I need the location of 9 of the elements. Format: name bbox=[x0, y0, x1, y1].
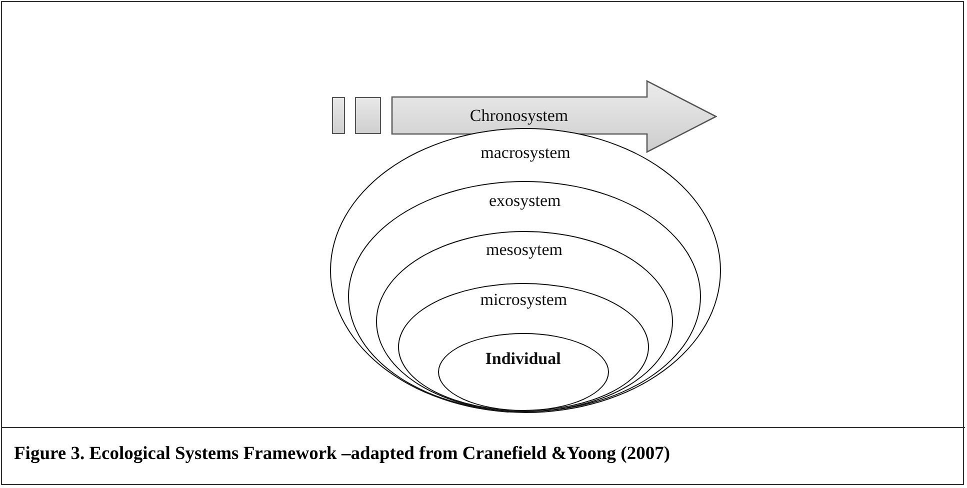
system-label: mesosytem bbox=[485, 240, 564, 260]
system-label: macrosystem bbox=[480, 143, 572, 163]
system-label: exosystem bbox=[488, 191, 562, 212]
arrow-label: Chronosystem bbox=[468, 106, 570, 126]
figure-caption: Figure 3. Ecological Systems Framework –adapted from Cranefield &Yoong (2007) bbox=[14, 444, 670, 465]
system-label: Individual bbox=[484, 348, 562, 369]
system-label: microsystem bbox=[479, 290, 568, 310]
small-block bbox=[332, 97, 345, 134]
small-block bbox=[355, 97, 381, 134]
